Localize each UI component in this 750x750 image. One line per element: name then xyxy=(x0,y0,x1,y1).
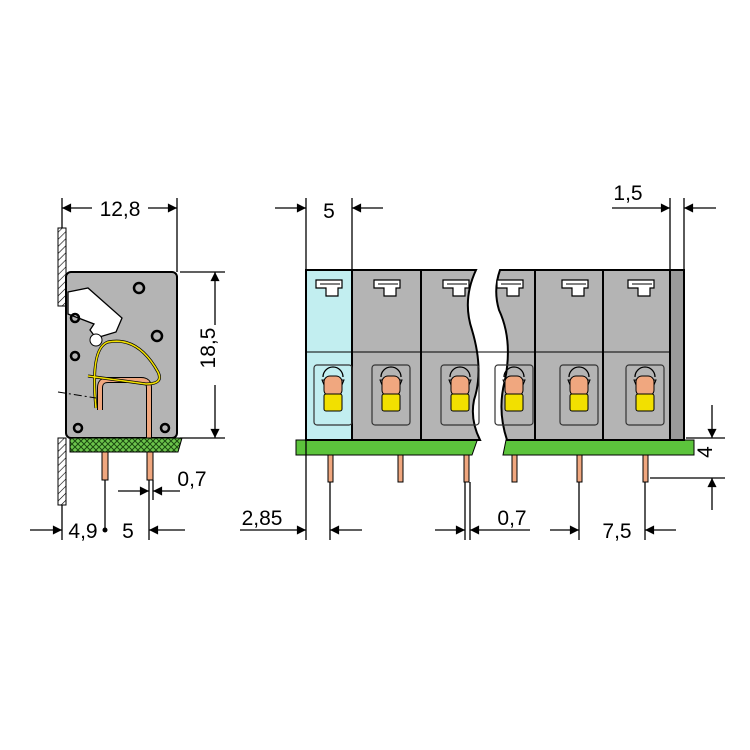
module-broken xyxy=(420,269,482,441)
dim-pitch: 5 xyxy=(323,200,335,223)
dim-pin-thickness: 0,7 xyxy=(177,468,206,491)
dim-pin-spacing: 5 xyxy=(122,520,134,543)
pcb-right xyxy=(502,439,695,456)
side-view: 12,8 18,5 0,7 4,9 5 xyxy=(30,198,225,543)
dim-height: 18,5 xyxy=(197,328,220,369)
module xyxy=(534,269,604,441)
dim-first-pin: 2,85 xyxy=(242,507,283,530)
end-plate xyxy=(669,269,685,441)
pcb-side xyxy=(69,437,183,453)
mounting-wall xyxy=(57,227,67,307)
dim-pin-thickness-front: 0,7 xyxy=(497,507,526,530)
dim-pin-pitch: 7,5 xyxy=(602,520,631,543)
pivot-icon xyxy=(89,333,103,347)
dim-pcb-height: 4 xyxy=(694,446,717,458)
front-view: 5 1,5 4 2,85 0,7 7,5 xyxy=(240,182,725,543)
mounting-wall xyxy=(57,437,67,506)
dim-end-plate: 1,5 xyxy=(613,182,642,205)
dim-width: 12,8 xyxy=(100,198,141,221)
module xyxy=(602,269,671,441)
dim-offset: 4,9 xyxy=(68,520,97,543)
